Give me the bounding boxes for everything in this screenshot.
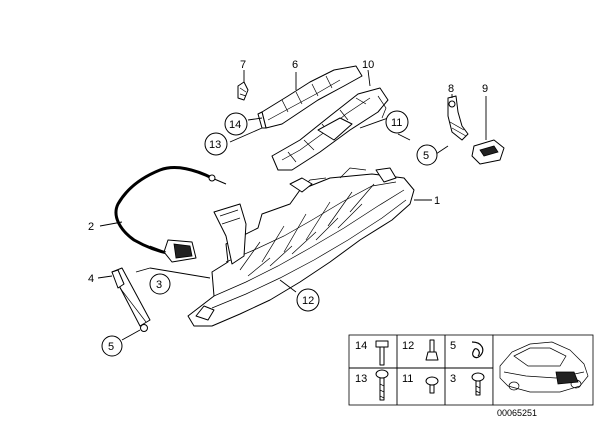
callout-12: 12 <box>296 288 320 312</box>
svg-text:6: 6 <box>292 59 298 71</box>
svg-text:4: 4 <box>88 273 94 285</box>
vehicle-thumbnail <box>492 334 594 406</box>
callout-4: 4 <box>88 273 94 285</box>
legend-num-13: 13 <box>355 373 367 385</box>
gas-strut-part-4 <box>111 267 151 332</box>
callout-1: 1 <box>434 195 440 207</box>
pan-head-screw-icon <box>471 372 485 396</box>
legend-num-11: 11 <box>402 373 413 385</box>
svg-text:8: 8 <box>448 83 454 95</box>
legend-num-12: 12 <box>402 340 414 352</box>
callout-5-strut: 5 <box>101 335 123 357</box>
top-cover-part <box>257 65 363 129</box>
fastener-legend-table: 14 12 5 13 11 3 <box>348 334 494 406</box>
callout-14: 14 <box>224 112 248 136</box>
screw-with-washer-icon <box>375 369 389 401</box>
callout-9: 9 <box>482 83 488 95</box>
bolt-icon <box>375 340 389 366</box>
upper-frame-part <box>271 87 389 171</box>
callout-7: 7 <box>240 59 246 71</box>
svg-text:10: 10 <box>362 59 374 71</box>
leader-lines <box>97 69 487 341</box>
callout-5-switch: 5 <box>416 144 438 166</box>
svg-text:13: 13 <box>209 139 221 151</box>
switch-part-8 <box>447 95 469 141</box>
switch-part-9 <box>471 139 505 165</box>
legend-num-14: 14 <box>355 340 367 352</box>
callout-8: 8 <box>448 83 454 95</box>
svg-text:3: 3 <box>156 279 162 291</box>
callout-10: 10 <box>362 59 374 71</box>
clip-part-7 <box>237 81 249 101</box>
cable-part-2 <box>114 166 227 263</box>
spring-clip-icon <box>471 341 484 359</box>
callout-3: 3 <box>149 273 171 295</box>
svg-text:5: 5 <box>423 150 429 162</box>
svg-text:11: 11 <box>391 117 402 129</box>
svg-text:12: 12 <box>302 295 314 307</box>
svg-text:9: 9 <box>482 83 488 95</box>
callout-11: 11 <box>385 110 409 134</box>
expansion-rivet-icon <box>425 339 439 361</box>
nut-screw-icon <box>425 376 439 394</box>
callout-6: 6 <box>292 59 298 71</box>
callout-13: 13 <box>204 132 228 156</box>
svg-text:5: 5 <box>108 341 114 353</box>
callout-2: 2 <box>88 221 94 233</box>
svg-text:14: 14 <box>229 119 241 131</box>
document-number: 00065251 <box>497 408 537 418</box>
svg-text:1: 1 <box>434 195 440 207</box>
legend-num-3: 3 <box>450 373 456 385</box>
svg-text:2: 2 <box>88 221 94 233</box>
svg-text:7: 7 <box>240 59 246 71</box>
legend-num-5: 5 <box>450 340 456 352</box>
glovebox-housing <box>187 167 415 327</box>
